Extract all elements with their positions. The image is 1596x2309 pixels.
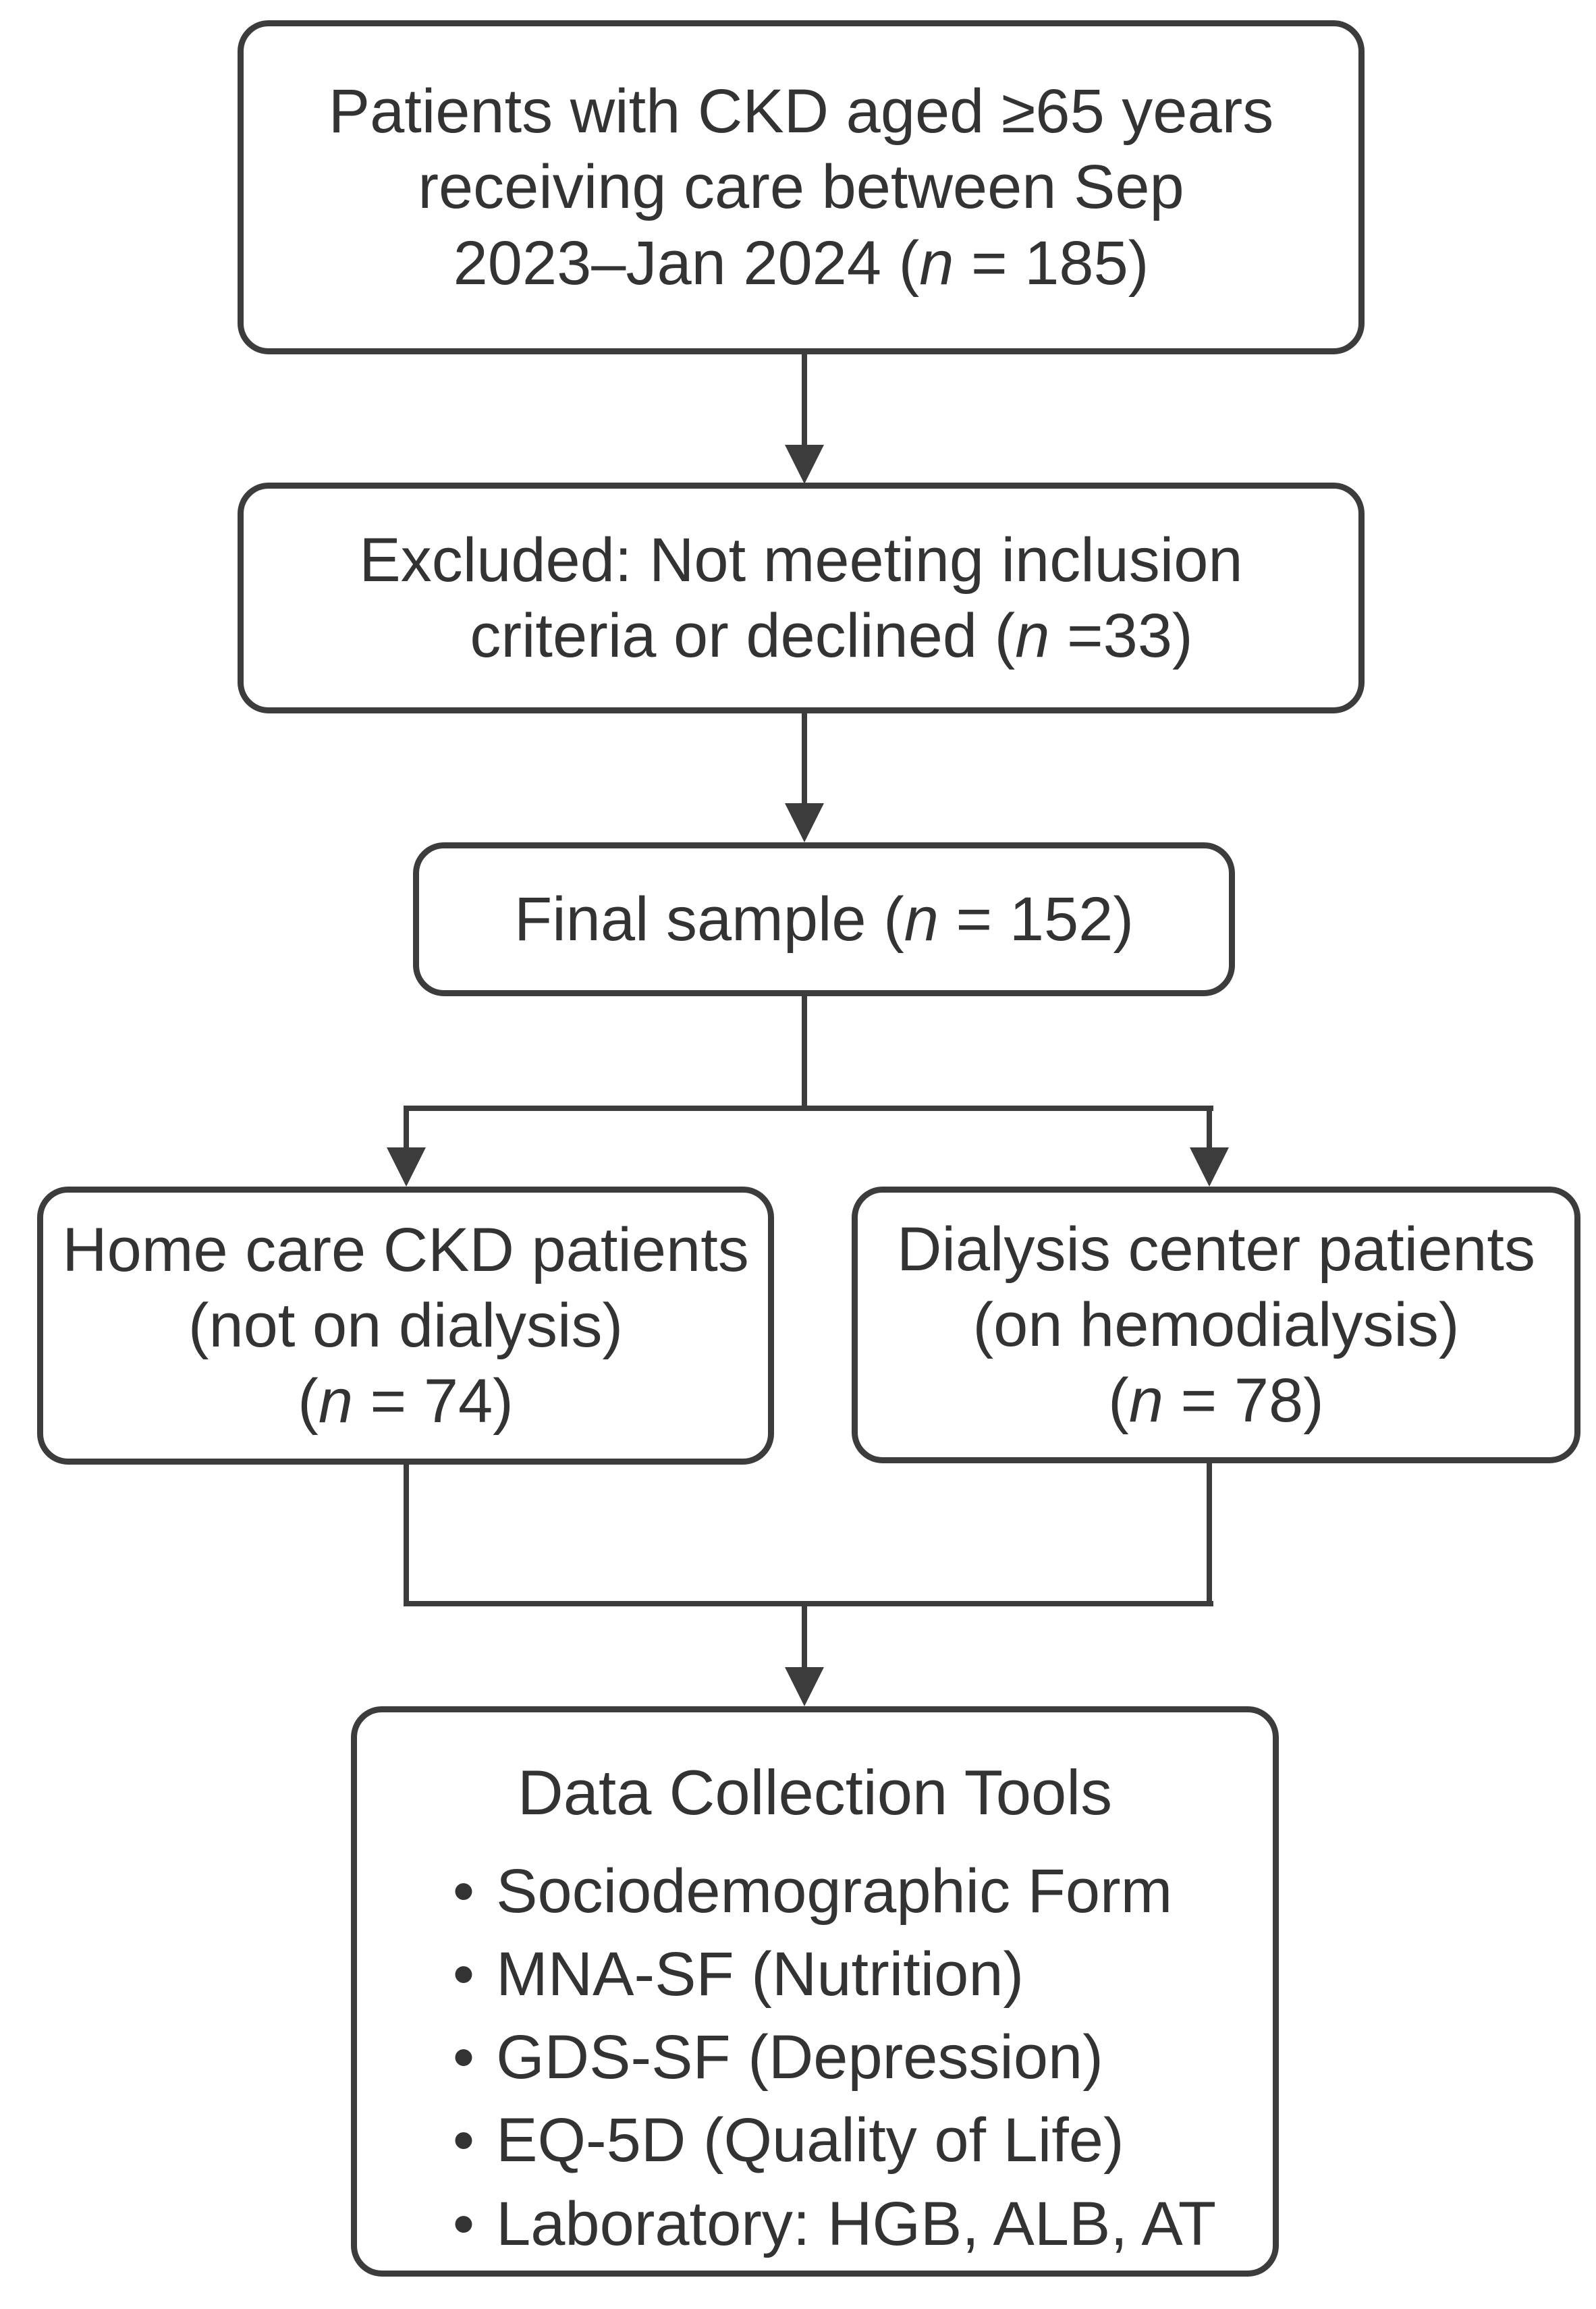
box-dialysis-center: Dialysis center patients (on hemodialysi… <box>852 1187 1580 1463</box>
bullet-icon: • <box>452 2023 475 2092</box>
tools-bullet-list: • Sociodemographic Form • MNA-SF (Nutrit… <box>414 1850 1216 2266</box>
arrow-down-icon <box>785 803 824 842</box>
box-text-line: 2023–Jan 2024 (n = 185) <box>453 228 1149 298</box>
box-text-line: Dialysis center patients <box>897 1214 1535 1284</box>
list-item: • GDS-SF (Depression) <box>453 2016 1103 2099</box>
box-text-line: (not on dialysis) <box>188 1291 624 1360</box>
box-text-line: criteria or declined (n =33) <box>470 601 1193 670</box>
list-item: • Laboratory: HGB, ALB, AT <box>453 2183 1216 2266</box>
bullet-icon: • <box>452 1856 475 1926</box>
box-text-line: receiving care between Sep <box>418 153 1184 222</box>
arrow-down-icon <box>387 1147 426 1187</box>
box-home-care: Home care CKD patients (not on dialysis)… <box>37 1187 774 1465</box>
box-text-line: Patients with CKD aged ≥65 years <box>328 77 1274 146</box>
box-text-line: Home care CKD patients <box>62 1215 749 1284</box>
box-text-line: Excluded: Not meeting inclusion <box>359 525 1243 595</box>
bullet-text: EQ-5D (Quality of Life) <box>496 2106 1124 2175</box>
bullet-text: GDS-SF (Depression) <box>496 2023 1103 2092</box>
bullet-icon: • <box>452 2189 475 2258</box>
connector-merge-to-tools <box>802 1606 807 1670</box>
box-text-line: (n = 74) <box>298 1367 514 1436</box>
list-item: • EQ-5D (Quality of Life) <box>453 2099 1124 2182</box>
bullet-icon: • <box>452 1939 475 2009</box>
connector-final-to-split <box>802 996 807 1110</box>
connector-merge-line <box>404 1601 1213 1606</box>
connector-home-care-to-merge <box>404 1465 409 1606</box>
bullet-icon: • <box>452 2106 475 2175</box>
box-text-line: (n = 78) <box>1108 1366 1324 1436</box>
arrow-down-icon <box>1190 1147 1229 1187</box>
arrow-down-icon <box>785 445 824 484</box>
connector-excluded-to-final <box>802 713 807 807</box>
tools-box-title: Data Collection Tools <box>517 1757 1113 1828</box>
list-item: • MNA-SF (Nutrition) <box>453 1933 1024 2016</box>
bullet-text: MNA-SF (Nutrition) <box>496 1939 1024 2009</box>
box-data-collection-tools: Data Collection Tools • Sociodemographic… <box>351 1706 1279 2277</box>
box-final-sample: Final sample (n = 152) <box>413 842 1235 996</box>
box-excluded: Excluded: Not meeting inclusion criteria… <box>238 483 1365 713</box>
list-item: • Sociodemographic Form <box>453 1850 1172 1933</box>
connector-initial-to-excluded <box>802 354 807 449</box>
connector-split-line <box>404 1106 1213 1111</box>
box-text-line: Final sample (n = 152) <box>514 884 1134 954</box>
box-initial-cohort: Patients with CKD aged ≥65 years receivi… <box>238 20 1365 354</box>
connector-split-to-dialysis <box>1207 1111 1212 1151</box>
box-text-line: (on hemodialysis) <box>972 1290 1460 1359</box>
connector-split-to-home-care <box>404 1111 409 1151</box>
connector-dialysis-to-merge <box>1207 1463 1212 1606</box>
bullet-text: Sociodemographic Form <box>496 1856 1173 1926</box>
arrow-down-icon <box>785 1667 824 1706</box>
bullet-text: Laboratory: HGB, ALB, AT <box>496 2189 1217 2258</box>
